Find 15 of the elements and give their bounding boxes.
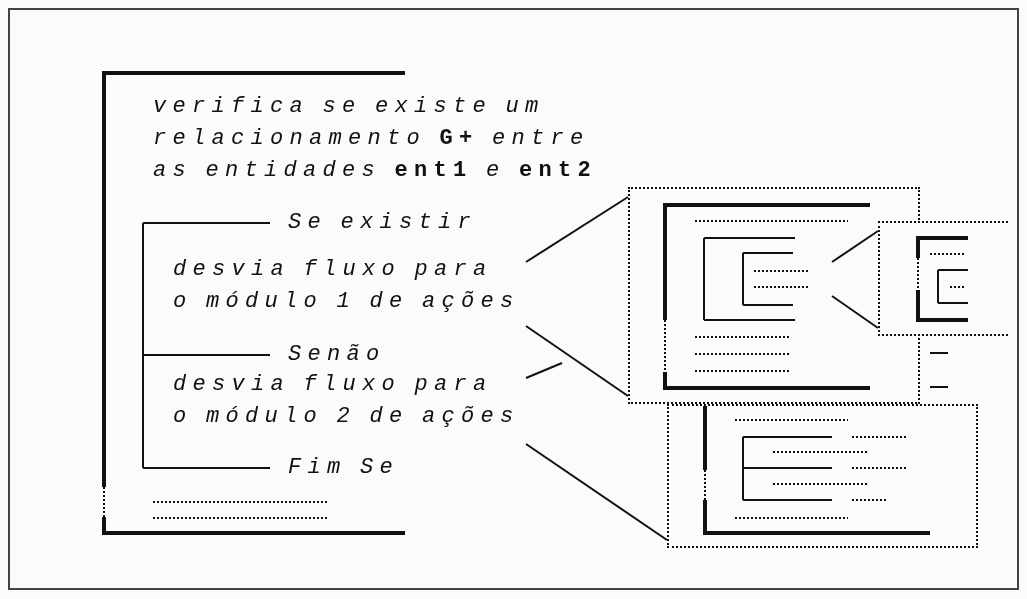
zoom-line bbox=[525, 443, 668, 541]
zoom-box bbox=[628, 187, 920, 404]
branch-label: Fim Se bbox=[288, 454, 399, 482]
zoom-line bbox=[831, 230, 879, 263]
condition-text: verifica se existe um relacionamento G+ entre as entidades ent1 e ent2 bbox=[153, 93, 599, 185]
branch-label: Se existir bbox=[288, 209, 478, 237]
zoom-box bbox=[878, 221, 1008, 336]
action-text: desvia fluxo para o módulo 1 de ações bbox=[173, 254, 526, 330]
zoom-line bbox=[525, 362, 563, 379]
zoom-line bbox=[525, 196, 629, 263]
action-text: desvia fluxo para o módulo 2 de ações bbox=[173, 369, 526, 448]
branch-label: Senão bbox=[288, 341, 386, 369]
zoom-box bbox=[667, 404, 978, 548]
zoom-line bbox=[831, 295, 879, 329]
zoom-line bbox=[525, 325, 629, 397]
